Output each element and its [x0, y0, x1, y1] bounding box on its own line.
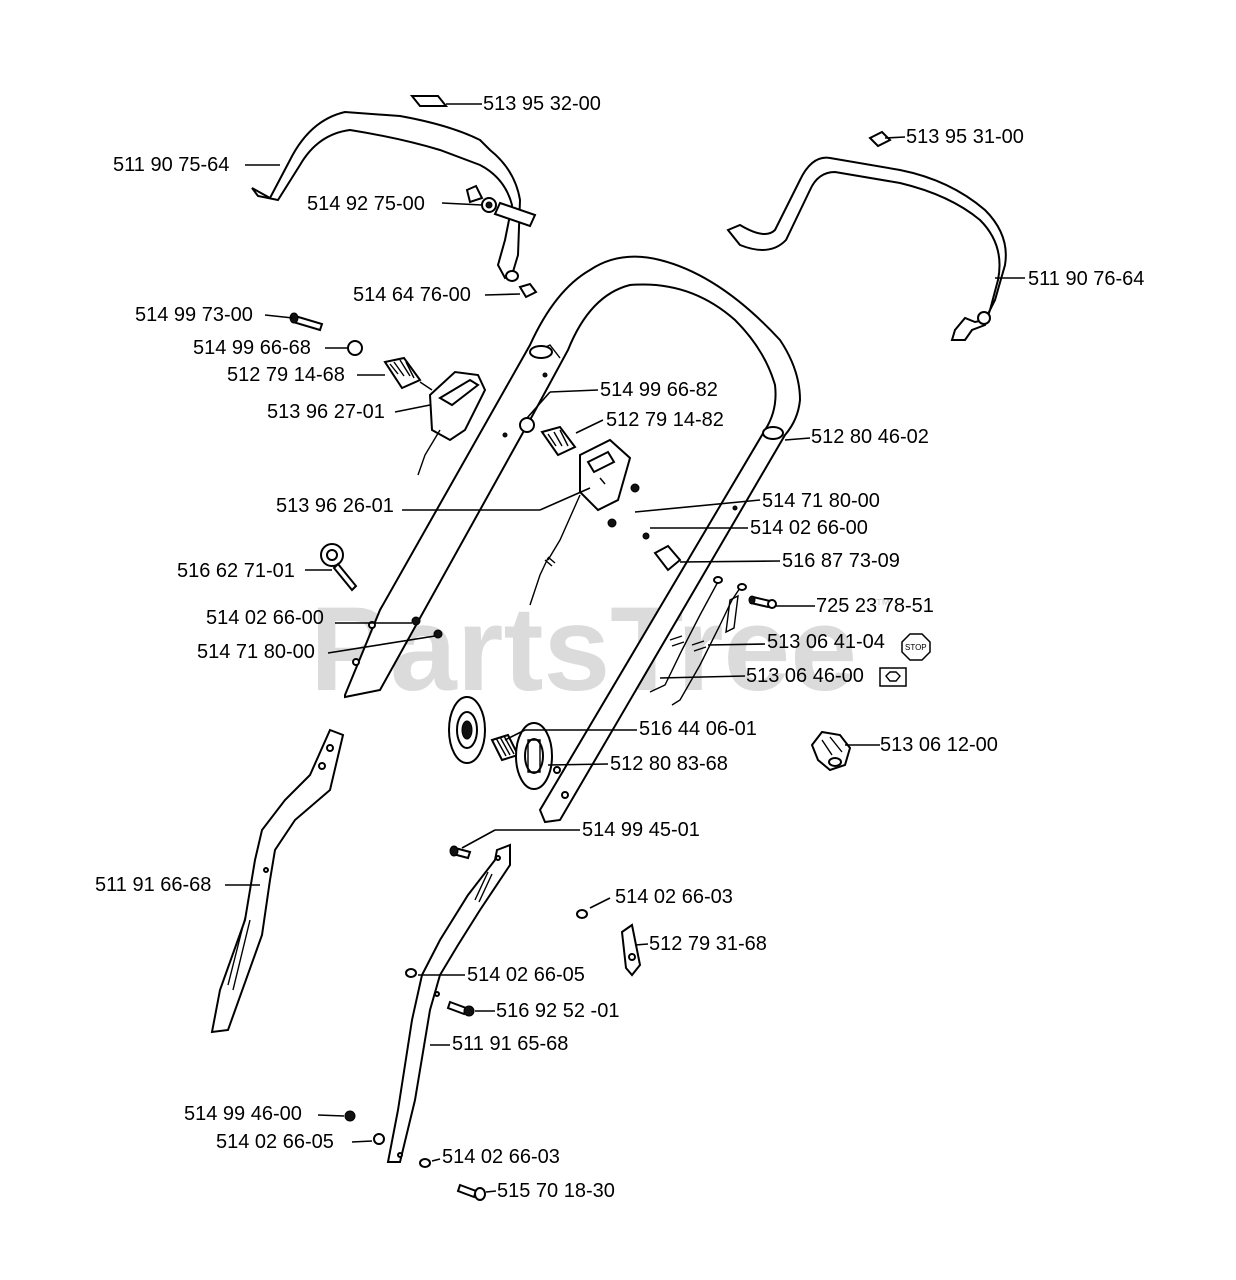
- label-513-95-31-00: 513 95 31-00: [906, 126, 1024, 148]
- label-511-90-75-64: 511 90 75-64: [113, 154, 229, 176]
- watermark-trademark: ™: [875, 597, 891, 614]
- hub-512-80-83-68: [515, 722, 553, 790]
- label-513-95-32-00: 513 95 32-00: [483, 93, 601, 115]
- label-514-71-80-00-a: 514 71 80-00: [762, 490, 880, 512]
- lower-bar-511-91-66-68: [210, 728, 345, 1034]
- nut-514-71-80-00-b: [607, 518, 617, 528]
- label-513-06-12-00: 513 06 12-00: [880, 734, 998, 756]
- cap-514-92-75-00: [465, 184, 497, 213]
- leader-lines: [225, 103, 1025, 1193]
- clip-516-87-73-09: [653, 544, 682, 572]
- washer-514-02-66-05-b: [373, 1133, 385, 1145]
- ratchet-disc: [448, 696, 486, 764]
- label-513-06-46-00: 513 06 46-00: [746, 665, 864, 687]
- nut-514-99-66-68: [347, 340, 363, 356]
- label-514-02-66-00-b: 514 02 66-00: [206, 607, 324, 629]
- cables-513-06: [649, 576, 747, 706]
- nut-514-71-80-00-left: [433, 629, 443, 639]
- spring-512-79-14-82: [540, 425, 577, 457]
- label-514-02-66-05-b: 514 02 66-05: [216, 1131, 334, 1153]
- washer-514-02-66-00-right: [642, 532, 650, 540]
- upper-handle-right: [726, 156, 1007, 341]
- label-514-02-66-05-a: 514 02 66-05: [467, 964, 585, 986]
- main-handle-512-80-46-02: [344, 255, 802, 824]
- nut-514-71-80-00-a: [630, 483, 640, 493]
- label-511-90-76-64: 511 90 76-64: [1028, 268, 1144, 290]
- label-515-70-18-30: 515 70 18-30: [497, 1180, 615, 1202]
- upper-handle-left: [251, 110, 537, 282]
- nut-514-99-66-82: [519, 417, 535, 433]
- label-516-92-52-01: 516 92 52 -01: [496, 1000, 619, 1022]
- hole: [561, 791, 569, 799]
- nut-514-99-46-00: [344, 1110, 356, 1122]
- spring-512-79-14-68: [383, 356, 433, 391]
- label-516-62-71-01: 516 62 71-01: [177, 560, 295, 582]
- hole: [352, 658, 360, 666]
- label-513-06-41-04: 513 06 41-04: [767, 631, 885, 653]
- spring-516-44-06-01: [490, 733, 520, 762]
- label-512-80-46-02: 512 80 46-02: [811, 426, 929, 448]
- plate-512-79-31-68: [620, 923, 642, 977]
- stop-text: STOP: [905, 643, 927, 652]
- bolt-514-99-73-00: [289, 312, 324, 332]
- label-514-92-75-00: 514 92 75-00: [307, 193, 425, 215]
- label-511-91-65-68: 511 91 65-68: [452, 1033, 568, 1055]
- label-514-64-76-00: 514 64 76-00: [353, 284, 471, 306]
- label-514-99-66-68: 514 99 66-68: [193, 337, 311, 359]
- label-512-79-31-68: 512 79 31-68: [649, 933, 767, 955]
- label-516-44-06-01: 516 44 06-01: [639, 718, 757, 740]
- label-514-99-66-82: 514 99 66-82: [600, 379, 718, 401]
- label-511-91-66-68: 511 91 66-68: [95, 874, 211, 896]
- label-512-79-14-68: 512 79 14-68: [227, 364, 345, 386]
- part-labels: 513 95 32-00 511 90 75-64 514 92 75-00 5…: [95, 93, 1144, 1202]
- washer-514-02-66-00-left: [411, 616, 421, 626]
- knob-513-06-12-00: [810, 730, 852, 772]
- label-512-80-83-68: 512 80 83-68: [610, 753, 728, 775]
- label-512-79-14-82: 512 79 14-82: [606, 409, 724, 431]
- label-516-87-73-09: 516 87 73-09: [782, 550, 900, 572]
- label-514-02-66-03-a: 514 02 66-03: [615, 886, 733, 908]
- label-513-96-27-01: 513 96 27-01: [267, 401, 385, 423]
- screw-516-92-52-01: [446, 1000, 475, 1017]
- label-514-99-46-00: 514 99 46-00: [184, 1103, 302, 1125]
- washer-514-02-66-03-a: [576, 909, 588, 919]
- decal-513-95-32-00: [409, 95, 449, 107]
- decal-513-95-31-00: [868, 130, 892, 148]
- washer-514-02-66-03-b: [419, 1158, 431, 1168]
- label-514-71-80-00-b: 514 71 80-00: [197, 641, 315, 663]
- lower-bar-511-91-65-68: [386, 843, 511, 1163]
- washer-514-02-66-05-a: [405, 968, 417, 978]
- label-514-99-45-01: 514 99 45-01: [582, 819, 700, 841]
- eyebolt-516-62-71-01: [320, 543, 358, 592]
- label-514-99-73-00: 514 99 73-00: [135, 304, 253, 326]
- bolt-514-99-45-01: [449, 845, 472, 860]
- label-514-02-66-03-b: 514 02 66-03: [442, 1146, 560, 1168]
- stop-decal: STOP: [901, 633, 931, 661]
- control-513-96-27-01: [417, 370, 487, 476]
- plug-514-64-76-00: [518, 282, 538, 299]
- screw-515-70-18-30: [456, 1183, 486, 1201]
- screw-725-23-78-51: [748, 595, 777, 609]
- control-513-96-26-01: [529, 438, 632, 606]
- label-514-02-66-00-a: 514 02 66-00: [750, 517, 868, 539]
- hole: [553, 766, 561, 774]
- label-513-96-26-01: 513 96 26-01: [276, 495, 394, 517]
- label-725-23-78-51: 725 23 78-51: [816, 595, 934, 617]
- speed-decal: [879, 667, 907, 687]
